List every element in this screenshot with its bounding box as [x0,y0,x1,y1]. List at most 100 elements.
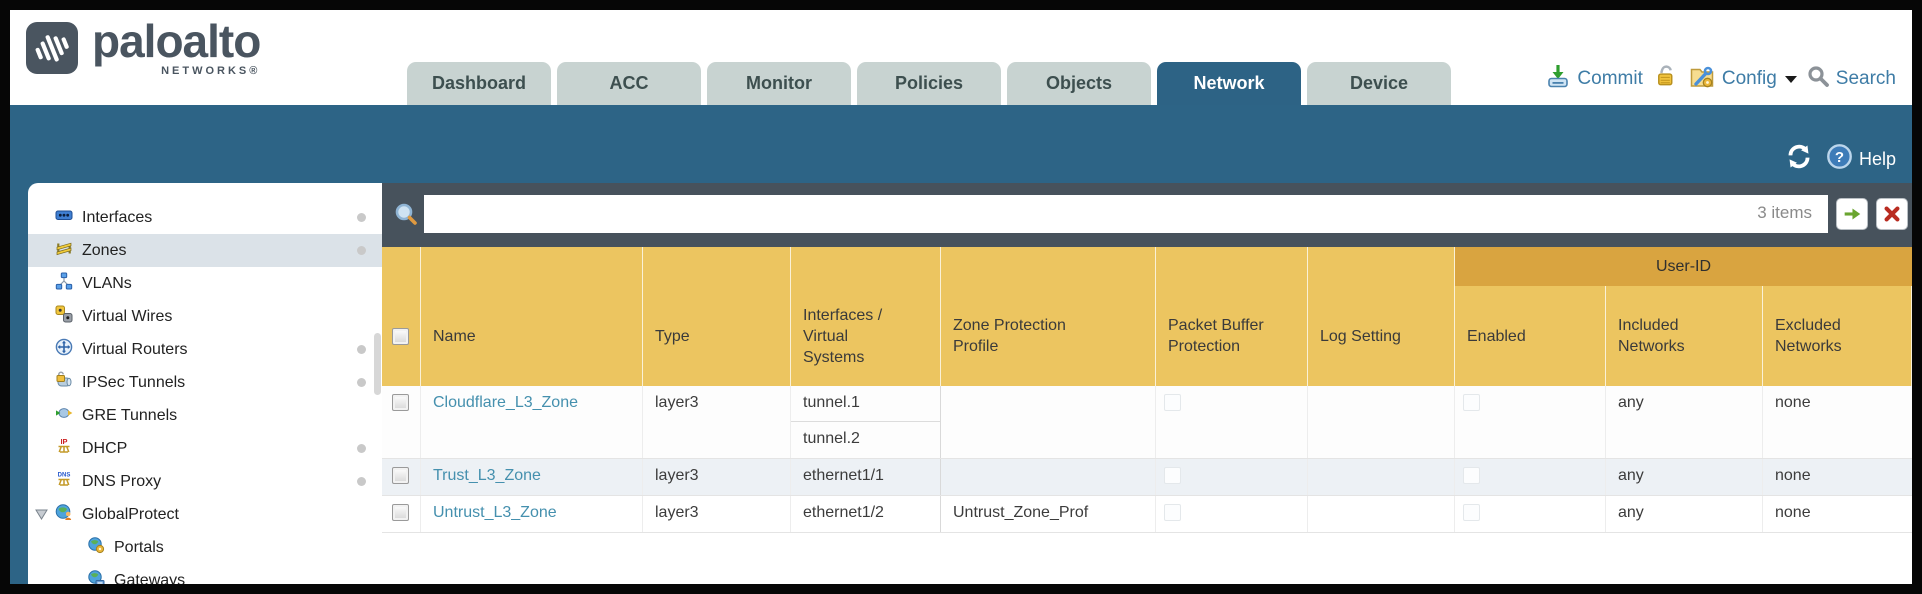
interface-entry: ethernet1/1 [803,467,884,484]
sidebar-item-label: Interfaces [82,208,153,226]
svg-text:DNS: DNS [58,473,71,479]
gre-tunnels-icon [54,404,74,427]
sidebar-item-dhcp[interactable]: IP DHCP [28,432,382,465]
included-networks-cell: any [1606,496,1763,532]
tab-objects[interactable]: Objects [1007,62,1151,105]
sidebar-item-interfaces[interactable]: Interfaces [28,201,382,234]
sidebar-item-zones[interactable]: Zones [28,234,382,267]
sidebar-item-label: IPSec Tunnels [82,373,186,391]
items-count: 3 items [1757,203,1812,222]
table-row[interactable]: Untrust_L3_Zone layer3 ethernet1/2 Untru… [382,496,1912,533]
sidebar-item-ipsec-tunnels[interactable]: IPSec Tunnels [28,366,382,399]
excluded-networks-cell: none [1775,504,1811,521]
log-setting-cell [1308,496,1455,532]
col-header-log-setting[interactable]: Log Setting [1308,247,1455,386]
filter-input[interactable] [424,195,1828,233]
interface-entry: tunnel.1 [791,386,940,422]
sidebar-item-gateways[interactable]: Gateways [28,564,382,584]
sidebar-item-gre-tunnels[interactable]: GRE Tunnels [28,399,382,432]
commit-button[interactable]: Commit [1545,63,1643,95]
filter-search-icon [394,201,420,234]
zone-name-cell: Cloudflare_L3_Zone [421,386,643,458]
tab-policies[interactable]: Policies [857,62,1001,105]
status-dot [357,378,366,387]
included-networks-cell: any [1606,459,1763,495]
col-header-type[interactable]: Type [643,247,791,386]
search-button[interactable]: Search [1807,65,1896,94]
expand-triangle-icon[interactable] [35,508,48,526]
commit-label: Commit [1577,68,1643,89]
row-checkbox[interactable] [392,467,409,484]
config-button[interactable]: Config [1688,63,1797,95]
col-header-enabled[interactable]: Enabled [1455,286,1606,386]
table-row[interactable]: Trust_L3_Zone layer3 ethernet1/1 any non… [382,459,1912,496]
col-header-excluded-networks[interactable]: Excluded Networks [1763,286,1912,386]
table-row[interactable]: Cloudflare_L3_Zone layer3 tunnel.1 tunne… [382,386,1912,459]
help-label: Help [1858,148,1896,169]
select-all-checkbox[interactable] [392,327,409,345]
interfaces-cell: tunnel.1 tunnel.2 [791,386,941,458]
row-select-cell [382,386,421,458]
zone-protection-cell [941,459,1156,495]
apply-filter-button[interactable] [1836,198,1868,230]
zone-link[interactable]: Trust_L3_Zone [433,467,541,484]
interfaces-cell: ethernet1/1 [791,459,941,495]
globalprotect-icon [54,503,74,526]
gateways-icon [86,569,106,584]
sidebar-item-portals[interactable]: Portals [28,531,382,564]
sidebar-item-dns-proxy[interactable]: DNS DNS Proxy [28,465,382,498]
col-header-zone-protection-profile[interactable]: Zone Protection Profile [941,247,1156,386]
interface-entry: tunnel.2 [803,430,860,447]
commit-icon [1545,63,1571,95]
sidebar-item-label: DHCP [82,439,128,457]
user-id-group-header: User-ID [1455,247,1912,286]
user-id-enabled-checkbox [1463,467,1480,484]
col-header-name[interactable]: Name [421,247,643,386]
tab-dashboard[interactable]: Dashboard [407,62,551,105]
help-button[interactable]: ? Help [1826,143,1896,175]
row-checkbox[interactable] [392,394,409,411]
dhcp-icon: IP [54,437,74,460]
sidebar-item-label: DNS Proxy [82,472,162,490]
included-networks-cell: any [1606,386,1763,458]
user-id-group: User-ID Enabled Included Networks Exclud… [1455,247,1912,386]
col-header-interfaces[interactable]: Interfaces / Virtual Systems [791,247,941,386]
sidebar-item-vlans[interactable]: VLANs [28,267,382,300]
sidebar-scrollbar[interactable] [374,333,381,395]
search-toolbar: 3 items [382,183,1912,247]
sidebar-item-label: Gateways [114,571,186,585]
tab-monitor[interactable]: Monitor [707,62,851,105]
zone-name-cell: Trust_L3_Zone [421,459,643,495]
svg-text:IP: IP [60,437,67,446]
tab-acc[interactable]: ACC [557,62,701,105]
zone-link[interactable]: Cloudflare_L3_Zone [433,394,578,411]
sidebar-item-label: VLANs [82,274,132,292]
user-id-enabled-cell [1455,386,1606,458]
ipsec-tunnels-icon [54,371,74,394]
zones-icon [54,239,74,262]
sidebar-item-virtual-wires[interactable]: Virtual Wires [28,300,382,333]
header-actions: Commit C [1545,58,1896,100]
packet-buffer-cell [1156,496,1308,532]
user-id-enabled-cell [1455,496,1606,532]
refresh-icon[interactable] [1784,143,1814,175]
app: paloalto NETWORKS® Dashboard ACC Monitor… [10,10,1912,584]
sidebar-item-virtual-routers[interactable]: Virtual Routers [28,333,382,366]
tab-device[interactable]: Device [1307,62,1451,105]
clear-filter-button[interactable] [1876,198,1908,230]
sidebar-item-globalprotect[interactable]: GlobalProtect [28,498,382,531]
col-header-packet-buffer-protection[interactable]: Packet Buffer Protection [1156,247,1308,386]
col-header-included-networks[interactable]: Included Networks [1606,286,1763,386]
zone-type-cell: layer3 [643,459,791,495]
zone-link[interactable]: Untrust_L3_Zone [433,504,557,521]
lock-icon[interactable] [1653,63,1678,95]
sidebar-item-label: Virtual Routers [82,340,188,358]
paloalto-logo-icon [24,18,82,81]
packet-buffer-cell [1156,459,1308,495]
brand-name: paloalto [92,15,261,67]
top-bar: paloalto NETWORKS® Dashboard ACC Monitor… [10,10,1912,105]
table-body: Cloudflare_L3_Zone layer3 tunnel.1 tunne… [382,386,1912,533]
user-id-enabled-checkbox [1463,504,1480,521]
row-checkbox[interactable] [392,504,409,521]
tab-network[interactable]: Network [1157,62,1301,105]
